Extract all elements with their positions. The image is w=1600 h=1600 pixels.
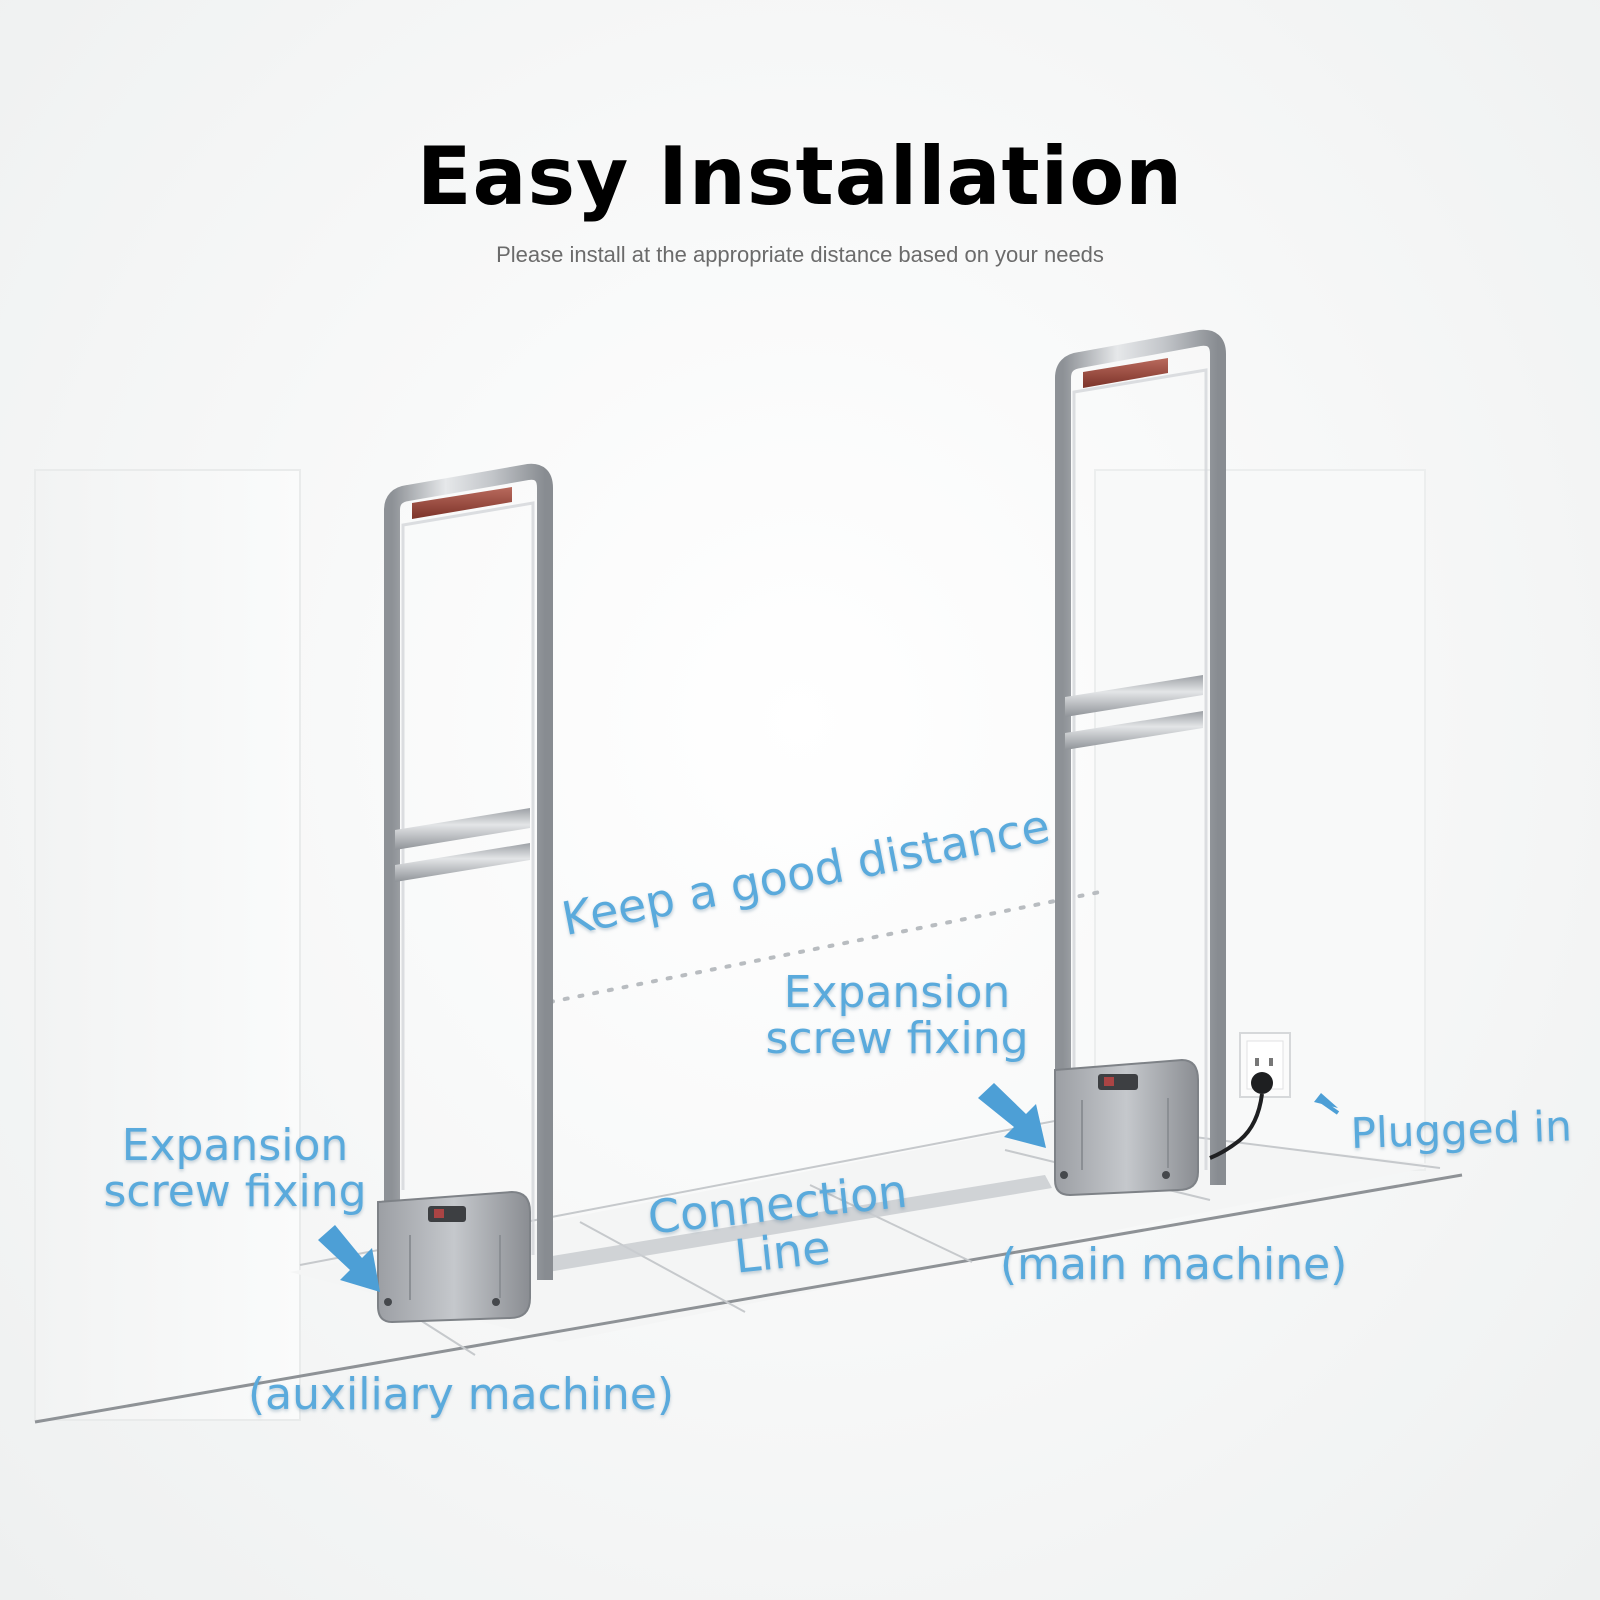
arrow-expansion-right-icon — [978, 1083, 1046, 1148]
auxiliary-antenna — [377, 463, 553, 1324]
auxiliary-red-top-bar — [412, 487, 512, 519]
auxiliary-base-box — [377, 1190, 531, 1324]
expansion-left-line1: Expansion — [121, 1120, 349, 1171]
main-base-box — [1054, 1058, 1199, 1197]
main-machine-label: (main machine) — [1000, 1239, 1348, 1290]
expansion-left-line2: screw fixing — [103, 1166, 367, 1218]
connection-line-cable — [540, 1175, 1052, 1272]
page-subtitle: Please install at the appropriate distan… — [496, 242, 1104, 267]
arrow-plugged-in-icon — [1314, 1093, 1340, 1115]
main-antenna — [1054, 329, 1226, 1197]
expansion-right-label: Expansion screw fixing — [752, 967, 1042, 1065]
expansion-right-line1: Expansion — [783, 967, 1011, 1018]
main-red-top-bar — [1083, 358, 1168, 388]
auxiliary-machine-label: (auxiliary machine) — [248, 1369, 675, 1420]
power-plug-icon — [1209, 1072, 1273, 1160]
page-title: Easy Installation — [416, 130, 1184, 223]
arrow-expansion-left-icon — [318, 1225, 380, 1292]
distance-dotted-line — [548, 890, 1102, 1004]
wall-panels — [34, 469, 1426, 1421]
expansion-right-line2: screw fixing — [765, 1013, 1029, 1065]
plugged-in-label: Plugged in — [1349, 1101, 1573, 1158]
expansion-left-label: Expansion screw fixing — [95, 1120, 375, 1218]
